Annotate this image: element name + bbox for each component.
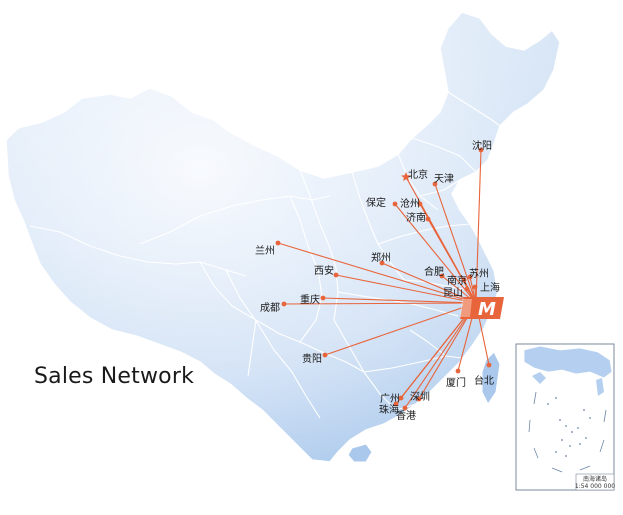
- city-marker-city-15: [281, 301, 287, 307]
- city-label-city-8: 西安: [314, 264, 334, 277]
- city-marker-city-3: [392, 201, 398, 207]
- city-marker-city-7: [379, 260, 385, 266]
- city-marker-city-8: [333, 272, 339, 278]
- city-label-city-9: 合肥: [424, 265, 444, 278]
- city-label-city-21: 珠海: [379, 403, 399, 416]
- city-label-city-18: 台北: [474, 374, 494, 387]
- route-line-city-21: [395, 302, 477, 405]
- city-label-city-10: 苏州: [469, 267, 489, 280]
- city-label-city-5: 济南: [406, 211, 426, 224]
- star-icon: [401, 172, 411, 181]
- route-line-city-22: [404, 302, 477, 409]
- route-line-city-14: [322, 297, 477, 304]
- hub-logo: M: [460, 297, 504, 320]
- city-label-city-1: 北京: [408, 168, 428, 181]
- route-line-city-6: [277, 242, 477, 304]
- city-label-city-16: 贵阳: [302, 352, 322, 365]
- city-label-city-6: 兰州: [255, 244, 275, 257]
- city-marker-city-10: [467, 274, 473, 280]
- city-marker-city-22: [402, 405, 408, 411]
- city-marker-city-11: [461, 277, 467, 283]
- taiwan-island: [481, 351, 501, 405]
- south-china-sea-inset: 南海诸岛 1:54 000 000: [515, 343, 615, 491]
- city-label-city-4: 沧州: [400, 197, 420, 210]
- city-marker-city-12: [472, 284, 478, 290]
- city-label-city-17: 厦门: [446, 376, 466, 389]
- city-marker-city-19: [398, 395, 404, 401]
- inset-caption-title: 南海诸岛: [583, 475, 607, 483]
- city-label-city-3: 保定: [366, 196, 386, 209]
- city-marker-city-16: [322, 352, 328, 358]
- city-label-city-12: 上海: [480, 281, 500, 294]
- inset-caption-scale: 1:54 000 000: [575, 483, 615, 490]
- city-marker-city-17: [455, 368, 461, 374]
- city-marker-city-14: [320, 295, 326, 301]
- route-line-city-2: [434, 183, 477, 304]
- city-marker-city-13: [464, 286, 470, 292]
- city-label-city-22: 香港: [396, 410, 416, 422]
- route-line-city-16: [324, 302, 477, 356]
- city-marker-city-4: [417, 201, 423, 207]
- city-label-city-11: 南京: [447, 274, 467, 287]
- china-landmass: [5, 11, 561, 463]
- city-marker-city-9: [439, 273, 445, 279]
- city-label-city-0: 沈阳: [472, 139, 492, 152]
- city-marker-city-2: [432, 181, 438, 187]
- city-label-city-7: 郑州: [371, 251, 391, 264]
- city-label-city-13: 昆山: [443, 287, 463, 299]
- city-marker-city-5: [425, 216, 431, 222]
- city-marker-city-20: [416, 396, 422, 402]
- city-label-city-15: 成都: [260, 302, 280, 314]
- sales-routes: [277, 149, 490, 409]
- city-label-city-20: 深圳: [410, 391, 430, 403]
- city-marker-city-18: [486, 362, 492, 368]
- city-markers: 沈阳北京天津保定沧州济南兰州郑州西安合肥苏州南京上海昆山重庆成都贵阳厦门台北广州…: [255, 139, 500, 422]
- route-line-city-15: [283, 302, 477, 305]
- route-line-city-0: [475, 149, 482, 304]
- city-label-city-2: 天津: [434, 173, 454, 185]
- route-line-city-3: [394, 203, 477, 304]
- route-line-city-8: [335, 274, 477, 304]
- map-title: Sales Network: [34, 364, 195, 389]
- city-marker-city-6: [275, 240, 281, 246]
- city-label-city-14: 重庆: [300, 293, 320, 306]
- hub-logo-letter: M: [478, 299, 496, 320]
- hainan-island: [347, 443, 373, 463]
- city-marker-city-0: [478, 147, 484, 153]
- city-marker-city-21: [393, 401, 399, 407]
- route-line-city-7: [381, 262, 477, 304]
